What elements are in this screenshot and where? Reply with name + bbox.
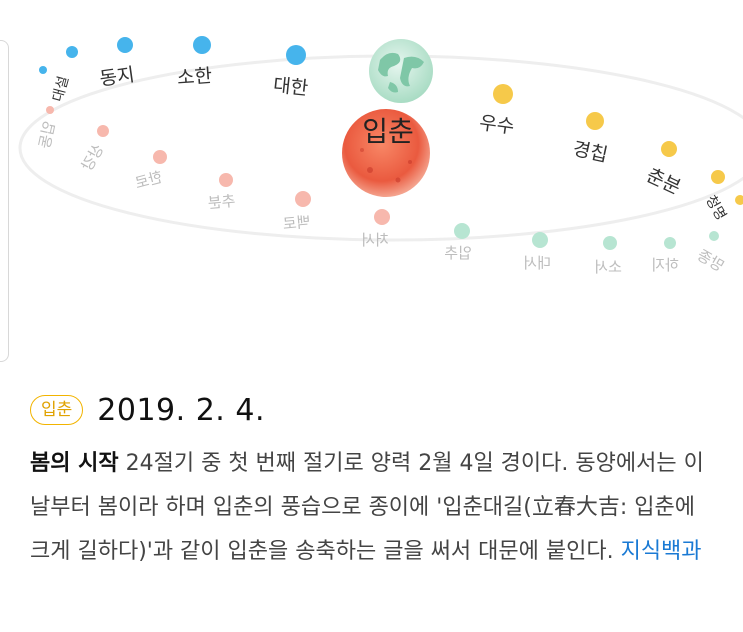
description-lead: 봄의 시작 <box>30 451 119 476</box>
term-label-mirrored[interactable]: 상강 <box>78 141 107 174</box>
term-dot[interactable] <box>661 141 677 157</box>
term-dot[interactable] <box>735 195 743 205</box>
term-dot[interactable] <box>532 232 548 248</box>
term-label-mirrored[interactable]: 소서 <box>594 258 622 276</box>
term-dot[interactable] <box>117 37 133 53</box>
term-dot[interactable] <box>295 191 311 207</box>
term-label-mirrored[interactable]: 한로 <box>133 168 165 193</box>
term-label[interactable]: 동지 <box>98 64 136 91</box>
term-dot[interactable] <box>586 112 604 130</box>
term-label-mirrored[interactable]: 대서 <box>523 254 551 272</box>
term-label[interactable]: 경칩 <box>571 138 610 167</box>
term-label-mirrored[interactable]: 백로 <box>282 213 311 233</box>
date-row: 입춘 2019. 2. 4. <box>30 390 265 430</box>
term-dot[interactable] <box>374 209 390 225</box>
term-label-mirrored[interactable]: 처서 <box>361 231 389 249</box>
term-label-mirrored[interactable]: 망종 <box>694 246 727 275</box>
term-dot[interactable] <box>711 170 725 184</box>
term-date: 2019. 2. 4. <box>97 392 265 428</box>
earth-icon <box>369 39 433 103</box>
description-text: 24절기 중 첫 번째 절기로 양력 2월 4일 경이다. 동양에서는 이 날부… <box>30 451 704 564</box>
term-dot[interactable] <box>454 223 470 239</box>
current-term-label: 입춘 <box>362 115 414 148</box>
term-dot[interactable] <box>66 46 78 58</box>
term-dot[interactable] <box>39 66 47 74</box>
sun-icon <box>342 109 430 197</box>
term-label[interactable]: 대설 <box>50 74 72 103</box>
term-dot[interactable] <box>286 45 306 65</box>
term-badge[interactable]: 입춘 <box>30 395 84 425</box>
term-label[interactable]: 소한 <box>176 65 212 89</box>
term-dot[interactable] <box>709 231 719 241</box>
term-dot[interactable] <box>193 36 211 54</box>
term-label[interactable]: 청명 <box>702 193 729 223</box>
term-dot[interactable] <box>603 236 617 250</box>
term-label-mirrored[interactable]: 추분 <box>207 192 236 212</box>
term-label-mirrored[interactable]: 하지 <box>651 256 679 274</box>
term-label[interactable]: 우수 <box>478 112 516 139</box>
term-dot[interactable] <box>97 125 109 137</box>
term-dot[interactable] <box>493 84 513 104</box>
term-description: 봄의 시작 24절기 중 첫 번째 절기로 양력 2월 4일 경이다. 동양에서… <box>30 442 720 574</box>
term-dot[interactable] <box>219 173 233 187</box>
source-link[interactable]: 지식백과 <box>620 539 702 564</box>
term-label[interactable]: 춘분 <box>643 164 684 199</box>
term-label-mirrored[interactable]: 입추 <box>444 244 472 262</box>
term-label-mirrored[interactable]: 입동 <box>35 120 58 151</box>
term-label[interactable]: 대한 <box>272 74 309 100</box>
term-dot[interactable] <box>46 106 54 114</box>
term-dot[interactable] <box>664 237 676 249</box>
term-dot[interactable] <box>153 150 167 164</box>
